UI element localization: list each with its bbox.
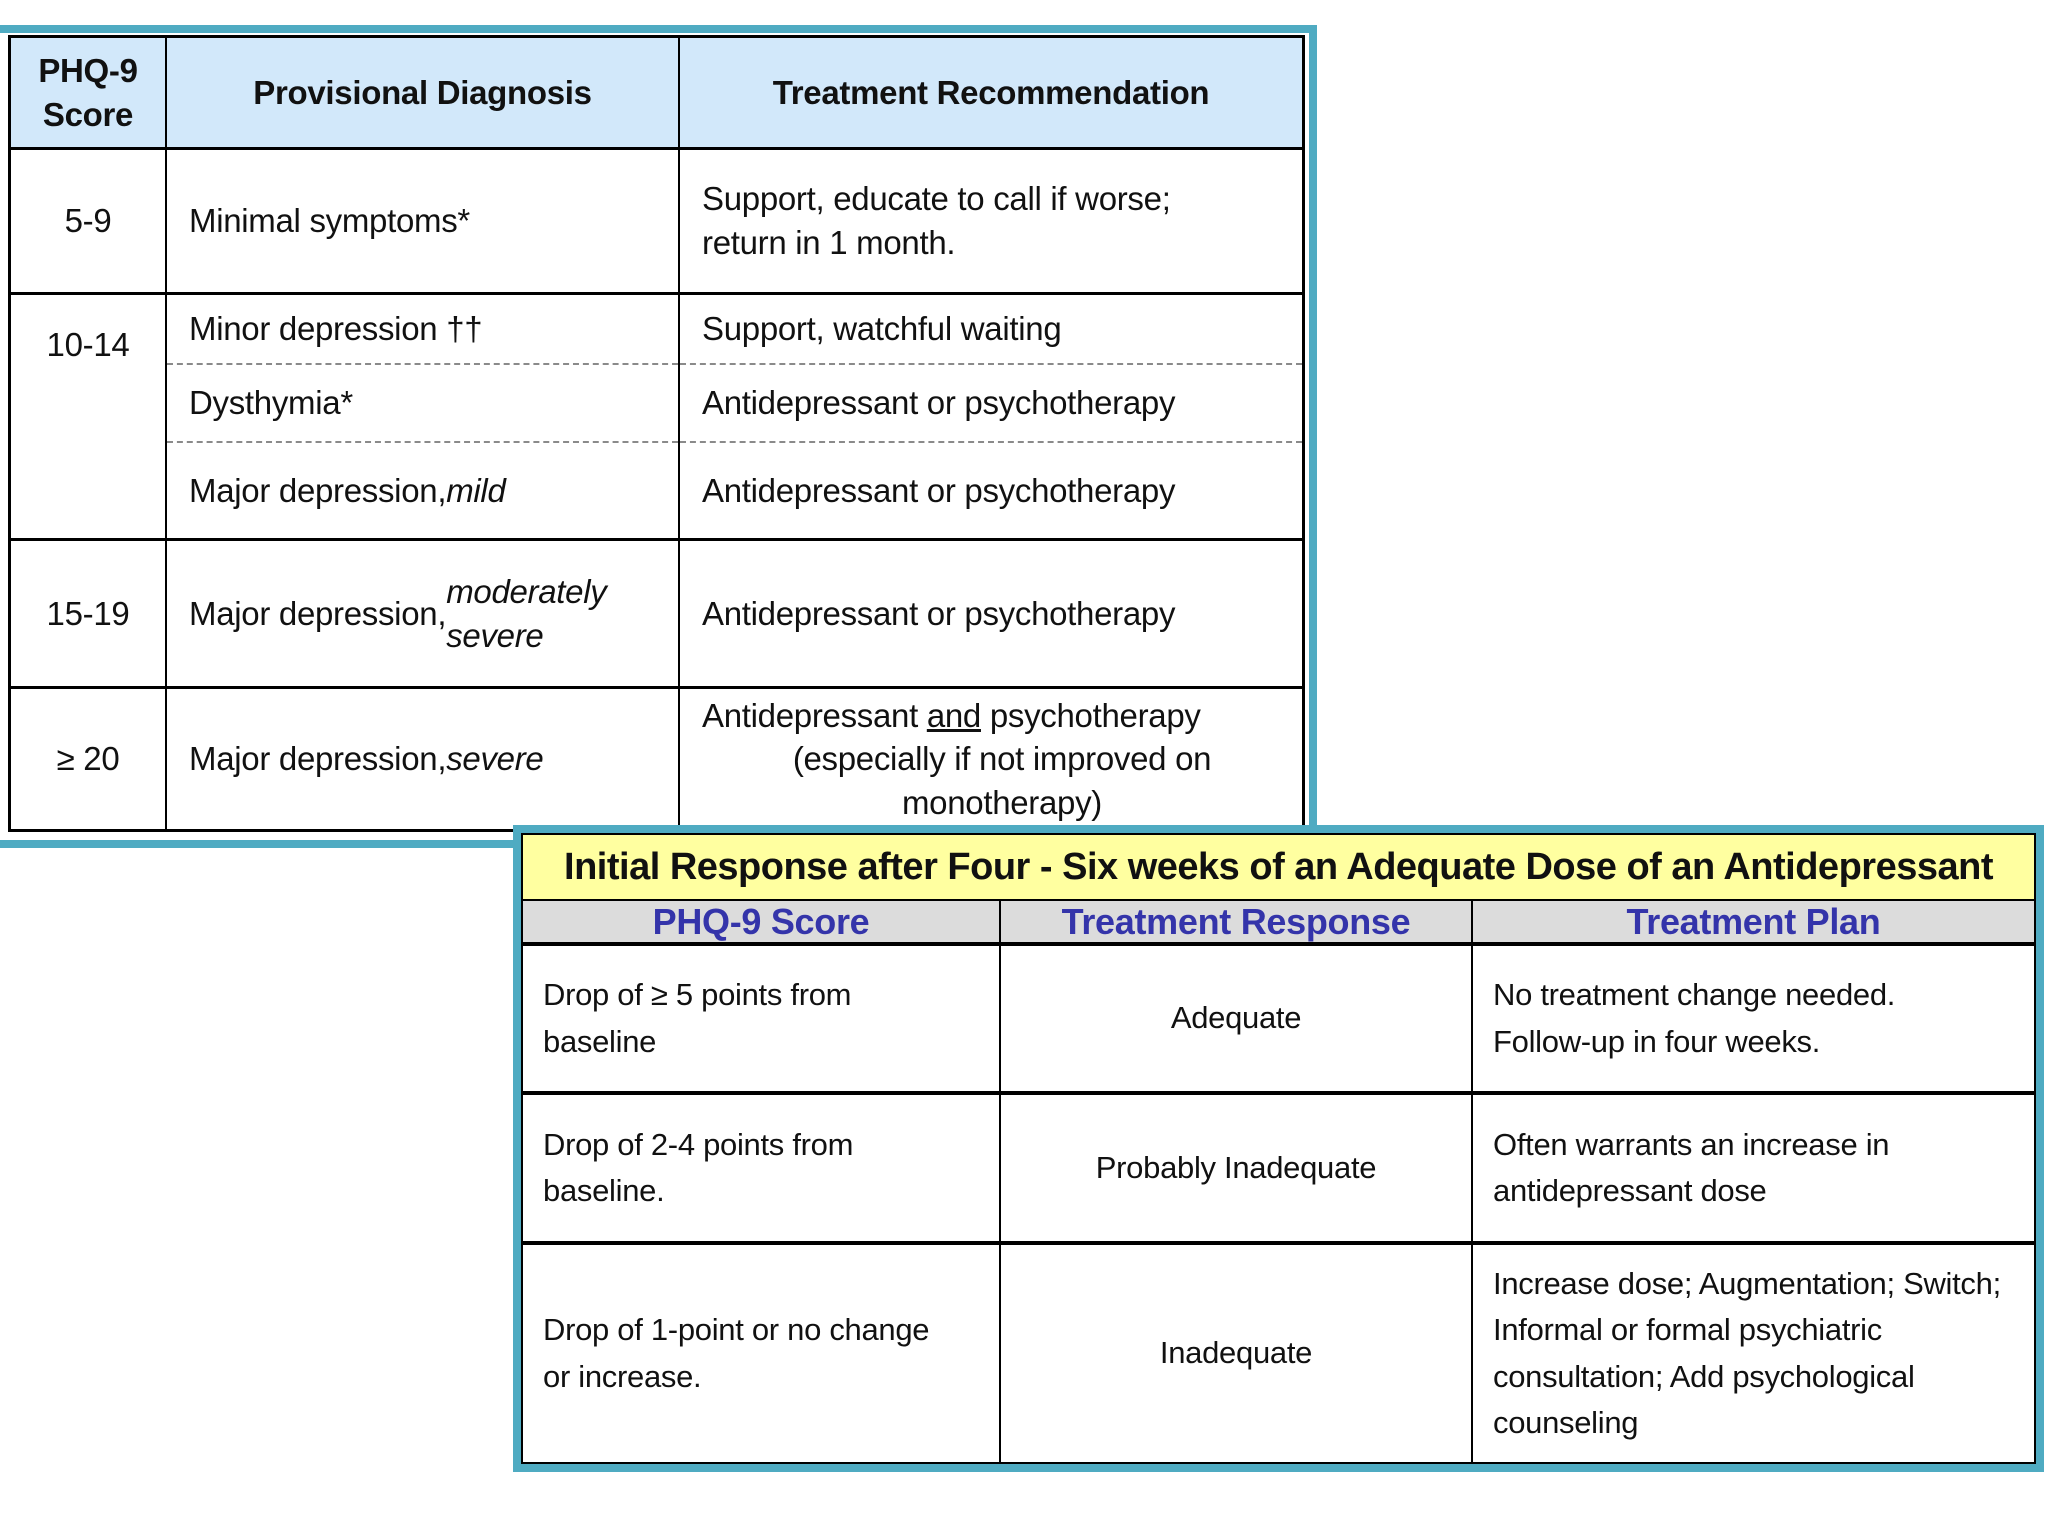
t1-row1-diagnosis: Minimal symptoms* xyxy=(167,150,680,295)
t2-row3-response: Inadequate xyxy=(1001,1245,1473,1462)
t2-row1-response: Adequate xyxy=(1001,946,1473,1095)
t2-row3-plan: Increase dose; Augmentation; Switch; Inf… xyxy=(1493,1265,2001,1441)
t2-row1-score: Drop of ≥ 5 points from baseline xyxy=(523,946,1001,1095)
t2-row1-plan: No treatment change needed. Follow-up in… xyxy=(1473,946,2034,1095)
t1-row4-treatment-post: psychotherapy xyxy=(980,696,1201,734)
t1-row2-diagnosis-major-mild: Major depression, mild xyxy=(167,443,678,538)
t2-row2-plan: Often warrants an increase in antidepres… xyxy=(1473,1095,2034,1245)
t1-row2-treatment-1: Support, watchful waiting xyxy=(680,295,1302,365)
t1-row3-score: 15-19 xyxy=(11,541,167,689)
t1-row1-treatment-line2: return in 1 month. xyxy=(702,224,956,261)
t1-row2-diagnosis-major-mild-italic: mild xyxy=(446,471,506,509)
t1-row2-treatment-stack: Support, watchful waiting Antidepressant… xyxy=(680,295,1302,541)
t1-row4-score: ≥ 20 xyxy=(11,689,167,829)
t1-row2-diagnosis-dysthymia: Dysthymia* xyxy=(167,365,678,443)
t1-row3-treatment: Antidepressant or psychotherapy xyxy=(680,541,1302,689)
t2-row2-response: Probably Inadequate xyxy=(1001,1095,1473,1245)
t2-header-plan: Treatment Plan xyxy=(1473,901,2034,946)
t1-row4-treatment-line2: (especially if not improved on monothera… xyxy=(792,740,1212,821)
t2-row3-score: Drop of 1-point or no change or increase… xyxy=(523,1245,1001,1462)
t2-header-response: Treatment Response xyxy=(1001,901,1473,946)
t1-row2-diagnosis-major-mild-plain: Major depression, xyxy=(189,471,447,509)
t1-row4-treatment-pre: Antidepressant xyxy=(702,696,927,734)
t1-row2-score: 10-14 xyxy=(11,295,167,541)
t1-row4-diagnosis-italic: severe xyxy=(446,740,544,778)
t1-row2-treatment-2: Antidepressant or psychotherapy xyxy=(680,365,1302,443)
initial-response-table: Initial Response after Four - Six weeks … xyxy=(521,833,2036,1464)
t1-row2-diagnosis-stack: Minor depression †† Dysthymia* Major dep… xyxy=(167,295,680,541)
t1-header-score: PHQ-9 Score xyxy=(11,38,167,150)
t1-row1-treatment: Support, educate to call if worse; retur… xyxy=(680,150,1302,295)
initial-response-table-frame: Initial Response after Four - Six weeks … xyxy=(513,825,2044,1472)
t1-row4-treatment-and: and xyxy=(926,696,981,734)
t1-row2-diagnosis-minor: Minor depression †† xyxy=(167,295,678,365)
t1-header-treatment: Treatment Recommendation xyxy=(680,38,1302,150)
t2-header-score: PHQ-9 Score xyxy=(523,901,1001,946)
t2-title: Initial Response after Four - Six weeks … xyxy=(523,835,2034,901)
t1-row3-diagnosis-italic: moderately severe xyxy=(446,572,607,654)
phq9-severity-table: PHQ-9 Score Provisional Diagnosis Treatm… xyxy=(8,35,1305,832)
t2-row2-score: Drop of 2-4 points from baseline. xyxy=(523,1095,1001,1245)
t1-row1-score: 5-9 xyxy=(11,150,167,295)
t1-row3-diagnosis-plain: Major depression, xyxy=(189,594,447,632)
t1-header-diagnosis: Provisional Diagnosis xyxy=(167,38,680,150)
t1-row4-treatment-line1: Antidepressant and psychotherapy xyxy=(680,694,1201,738)
t1-row4-diagnosis: Major depression, severe xyxy=(167,689,680,829)
t1-row3-diagnosis: Major depression, moderately severe xyxy=(167,541,680,689)
t1-row4-diagnosis-plain: Major depression, xyxy=(189,740,447,778)
t1-row2-treatment-3: Antidepressant or psychotherapy xyxy=(702,471,1176,509)
t1-row4-treatment: Antidepressant and psychotherapy (especi… xyxy=(680,689,1302,829)
t1-row1-treatment-line1: Support, educate to call if worse; xyxy=(702,180,1171,218)
